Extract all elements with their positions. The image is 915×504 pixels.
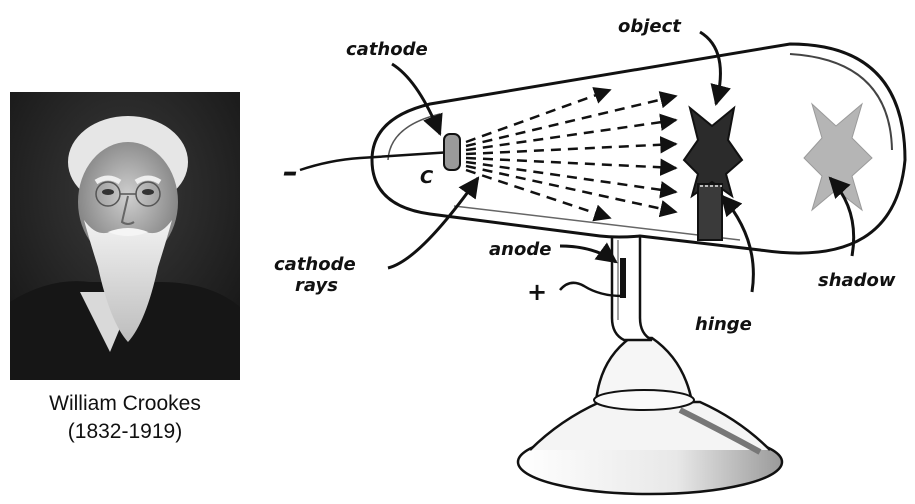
label-object: object <box>618 16 682 37</box>
label-cathode-rays-line1: cathode <box>274 254 356 275</box>
label-shadow: shadow <box>818 270 896 291</box>
label-anode: anode <box>489 239 551 260</box>
hinge-post <box>698 184 722 240</box>
cathode-letter: C <box>420 167 434 188</box>
minus-sign: – <box>283 155 298 190</box>
tube-neck <box>612 234 652 340</box>
stand-base <box>518 338 782 494</box>
cathode-disc <box>444 134 460 170</box>
label-cathode: cathode <box>346 39 428 60</box>
plus-sign: + <box>527 278 547 306</box>
label-hinge: hinge <box>695 314 752 335</box>
label-cathode-rays-line2: rays <box>295 275 338 296</box>
